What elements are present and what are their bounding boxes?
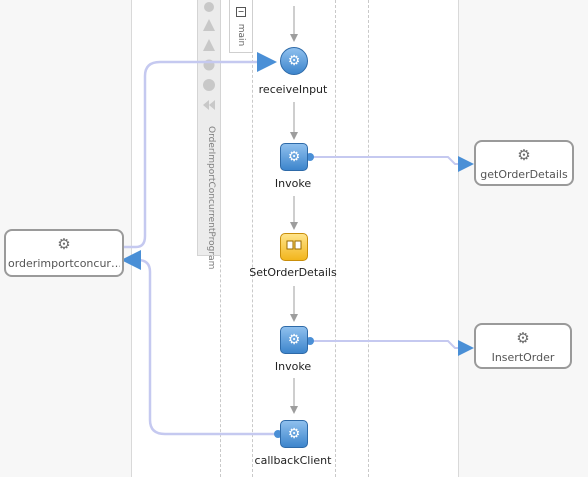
receive-label: receiveInput [258, 83, 328, 96]
callback-label: callbackClient [254, 454, 332, 467]
gear-icon[interactable] [202, 0, 216, 14]
right-partner-lane [458, 0, 588, 477]
gear-icon: ⚙ [287, 149, 301, 165]
gear-icon: ⚙ [287, 426, 301, 442]
process-palette: OrderImportConcurrentProgram [197, 0, 221, 269]
invoke-wire [313, 340, 474, 356]
invoke-label: Invoke [274, 360, 312, 373]
gear-icon: ⚙ [287, 332, 301, 348]
warning-icon[interactable] [202, 18, 216, 32]
gear-icon: ⚙ [516, 329, 530, 347]
invoke-wire [313, 156, 474, 172]
gear-icon: ⚙ [287, 53, 301, 69]
collapse-toggle-icon[interactable]: − [236, 7, 246, 17]
gear-icon: ⚙ [57, 235, 71, 253]
assign-activity[interactable] [280, 233, 308, 261]
partner-label: getOrderDetails [480, 168, 568, 181]
assign-icon [286, 240, 302, 250]
callback-wire [121, 250, 278, 436]
gear-icon: ⚙ [517, 146, 531, 164]
scope-divider [335, 0, 336, 477]
invoke-activity[interactable]: ⚙ [280, 326, 308, 354]
assign-label: SetOrderDetails [249, 266, 337, 279]
get-order-details-partner-link[interactable]: ⚙ getOrderDetails [474, 140, 574, 186]
warning-icon[interactable] [202, 38, 216, 52]
callback-activity[interactable]: ⚙ [280, 420, 308, 448]
receive-activity[interactable]: ⚙ [280, 47, 308, 75]
invoke-label: Invoke [274, 177, 312, 190]
partner-label: orderimportconcur… [8, 257, 120, 270]
receive-wire [124, 52, 277, 249]
client-partner-link[interactable]: ⚙ orderimportconcur… [4, 229, 124, 277]
invoke-activity[interactable]: ⚙ [280, 143, 308, 171]
rewind-icon[interactable] [202, 98, 216, 112]
scope-header: − main [229, 0, 253, 53]
circle-icon[interactable] [202, 78, 216, 92]
scope-divider [252, 0, 253, 477]
partner-label: InsertOrder [491, 351, 555, 364]
insert-order-partner-link[interactable]: ⚙ InsertOrder [474, 323, 572, 369]
scope-divider [368, 0, 369, 477]
